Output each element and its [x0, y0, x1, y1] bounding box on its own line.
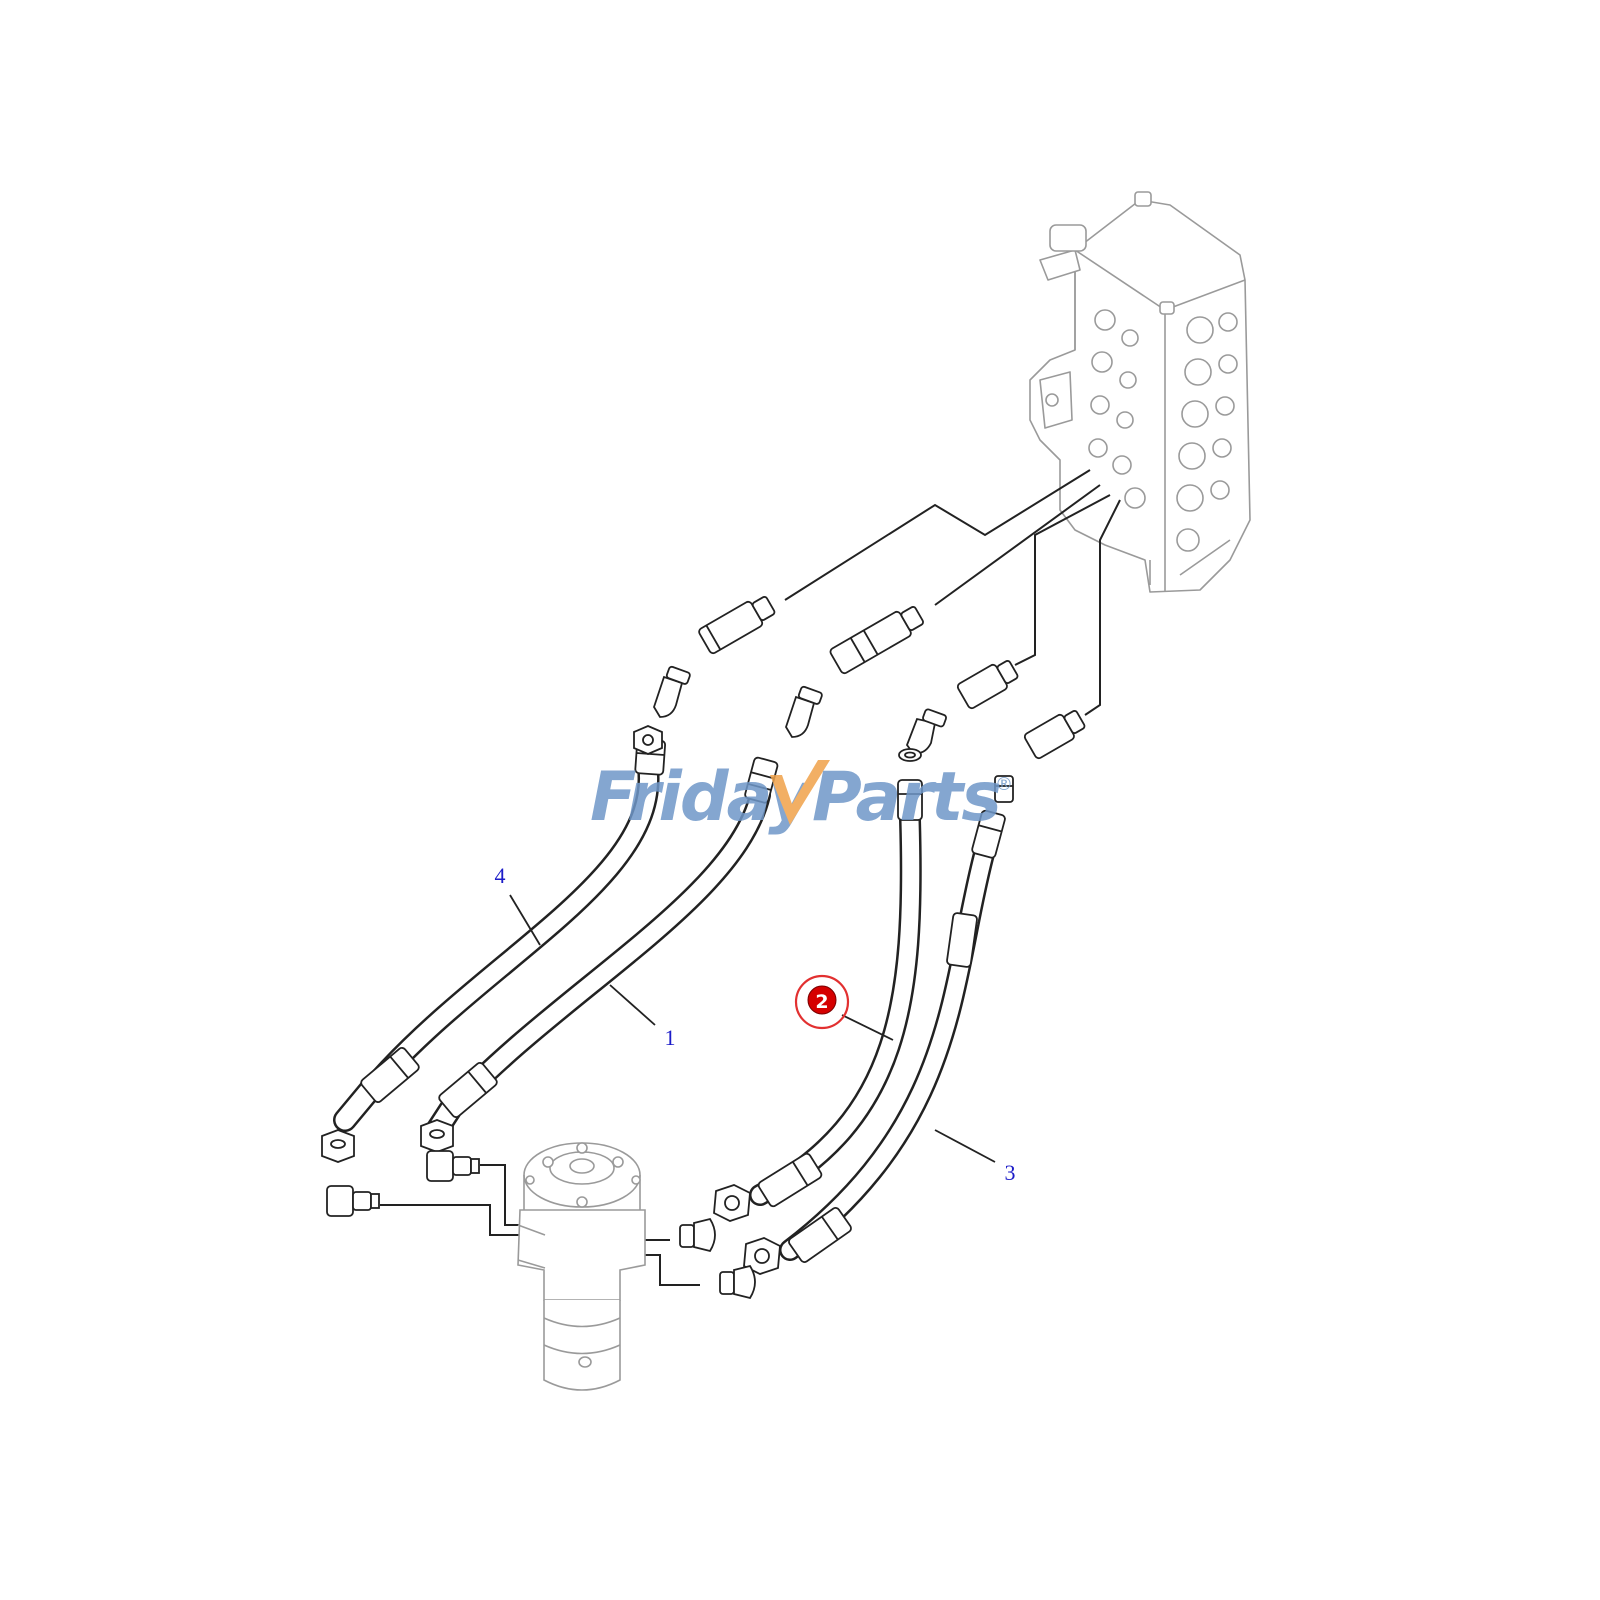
hose-end-fittings — [321, 725, 1006, 1275]
elbow-fitting-b — [785, 685, 823, 738]
fitting-sleeves — [698, 596, 1086, 760]
control-valve-block — [1029, 191, 1251, 593]
callout-2-badge — [807, 985, 837, 1015]
callout-1[interactable]: 1 — [665, 1025, 676, 1050]
callout-labels: 4 1 3 2 — [495, 863, 1016, 1185]
elbow-fitting-lower-a — [426, 1150, 480, 1182]
sleeve-fitting-a — [698, 596, 776, 655]
watermark-registered-mark: ® — [995, 774, 1013, 795]
hose-3 — [779, 839, 996, 1261]
elbow-fitting-lower-d — [719, 1264, 756, 1300]
elbow-fitting-lower-b — [326, 1185, 380, 1217]
small-adapter — [994, 775, 1014, 803]
sleeve-fitting-d — [1023, 710, 1086, 760]
sleeve-fitting-c — [956, 660, 1019, 710]
fridayparts-watermark-logo: Friday Parts ® — [590, 758, 1013, 837]
watermark-swoosh-icon — [770, 760, 830, 825]
watermark-text-right: Parts — [812, 758, 1000, 837]
elbow-fittings-lower — [326, 1150, 756, 1300]
o-ring-seal — [898, 748, 922, 762]
connection-leader-lines — [784, 469, 1121, 716]
callout-leaders — [509, 894, 996, 1163]
elbow-fitting-lower-c — [679, 1217, 716, 1253]
svg-text:Parts: Parts — [812, 758, 1000, 837]
line-filter — [517, 1142, 646, 1391]
callout-3[interactable]: 3 — [1005, 1160, 1016, 1185]
elbow-fitting-c — [905, 708, 947, 755]
filter-leader-lines — [380, 1164, 700, 1286]
callout-2: 2 — [815, 991, 828, 1013]
sleeve-fitting-b — [829, 606, 924, 675]
callout-4[interactable]: 4 — [495, 863, 506, 888]
hose-4 — [333, 757, 660, 1132]
callout-2-highlighted[interactable]: 2 — [794, 974, 850, 1030]
callout-2-ring — [794, 974, 850, 1030]
elbow-fitting-a — [653, 665, 691, 718]
elbow-fittings-upper — [653, 665, 1014, 803]
